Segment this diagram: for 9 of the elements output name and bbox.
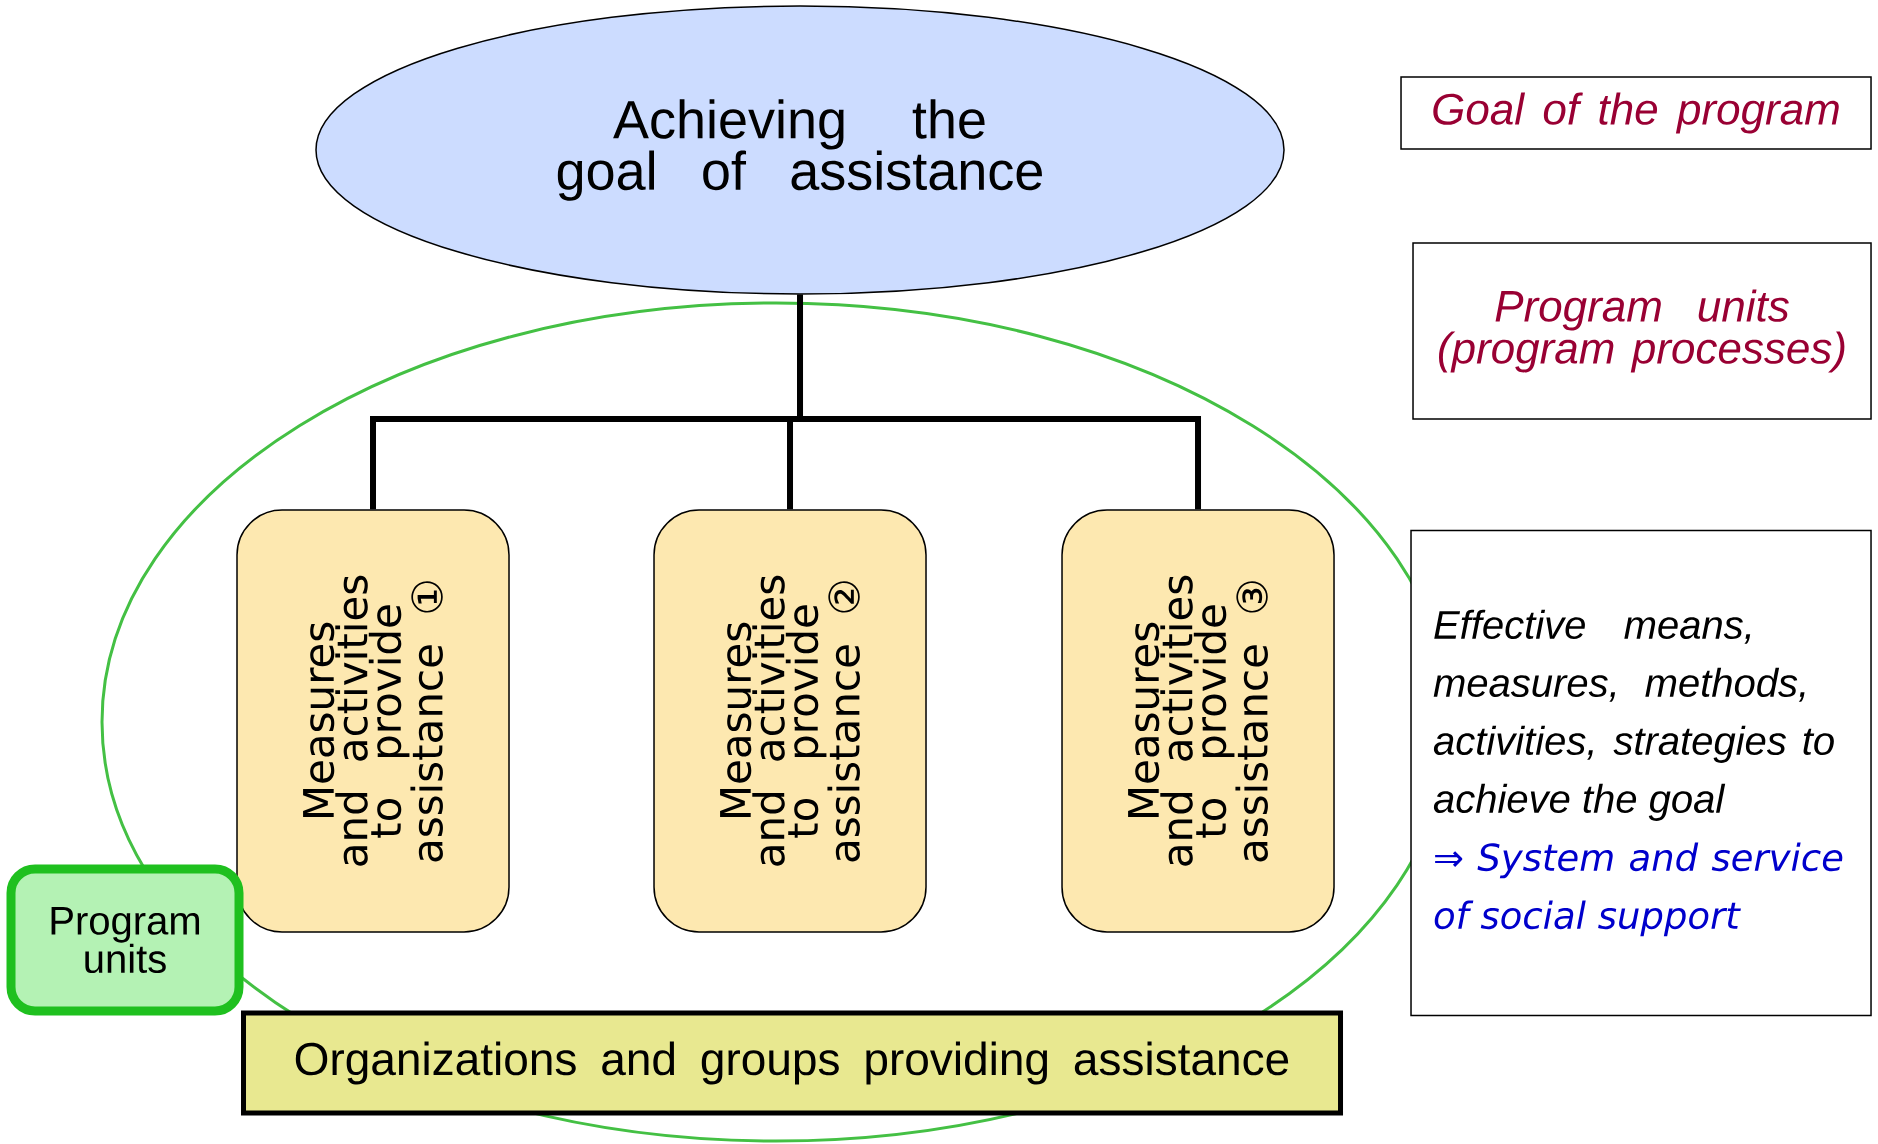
organizations-box: Organizations and groups providing assistance xyxy=(241,1010,1343,1116)
program-units-box: Program units xyxy=(6,864,244,1016)
activity-box: Measures and activities to provide assistance ③ xyxy=(1061,509,1335,933)
legend-box: Goal of the program xyxy=(1400,76,1872,150)
legend-box: Program units (program processes) xyxy=(1412,242,1872,420)
activity-box: Measures and activities to provide assistance ① xyxy=(236,509,510,933)
connector-line xyxy=(797,294,1201,510)
activity-box: Measures and activities to provide assistance ② xyxy=(653,509,927,933)
legend-box: Effective means, measures, methods, activities, strategies to achieve the goal ⇒ System and service of social support xyxy=(1410,529,1872,1017)
